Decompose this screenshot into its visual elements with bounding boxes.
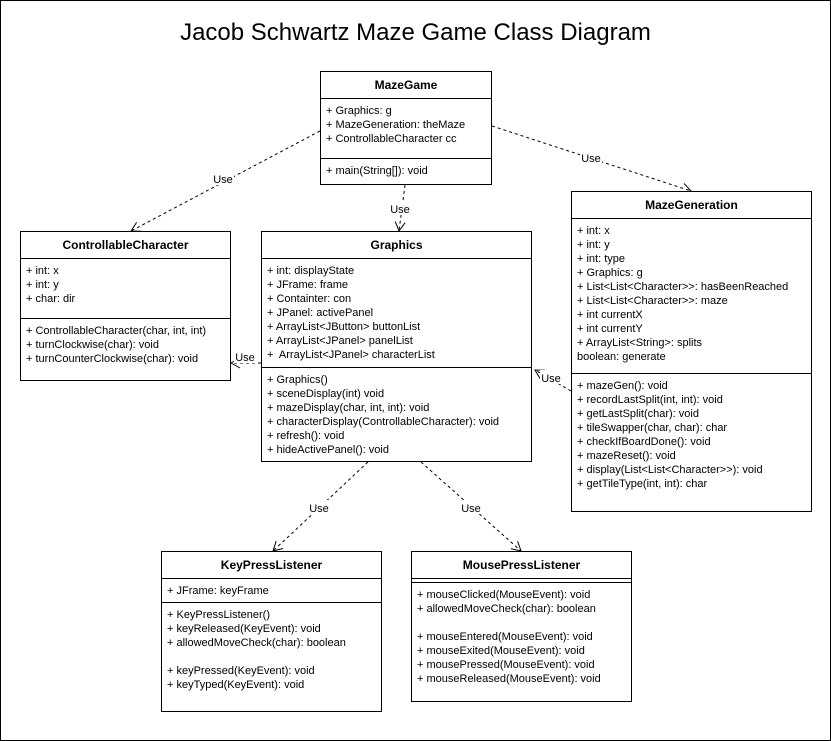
attribute: + char: dir	[26, 293, 76, 305]
class-name: ControllableCharacter	[21, 232, 230, 259]
method: + turnCounterClockwise(char): void	[26, 353, 199, 365]
method: + mouseEntered(MouseEvent): void	[417, 631, 593, 643]
attribute: + int: x	[577, 225, 610, 237]
method: + keyTyped(KeyEvent): void	[167, 679, 305, 691]
attribute: + int: x	[26, 265, 59, 277]
class-key-press-listener: KeyPressListener + JFrame: keyFrame + Ke…	[161, 551, 382, 712]
attribute: + ArrayList<JPanel> panelList	[267, 335, 413, 347]
edge-label-background	[389, 201, 411, 215]
attribute: + JFrame: frame	[267, 279, 348, 291]
attribute: + int: y	[577, 239, 610, 251]
method: + sceneDisplay(int) void	[267, 388, 385, 400]
edge-mazegame-to-graphics	[394, 184, 406, 233]
attribute: + JPanel: activePanel	[267, 307, 374, 319]
class-controllable-character: ControllableCharacter + int: x + int: y …	[20, 231, 231, 381]
attribute: + JFrame: keyFrame	[167, 585, 269, 597]
methods: + main(String[]): void	[321, 159, 491, 182]
diagram-title: Jacob Schwartz Maze Game Class Diagram	[180, 19, 651, 46]
edge-label: Use	[390, 204, 410, 216]
method: + mouseReleased(MouseEvent): void	[417, 673, 601, 685]
method: + ControllableCharacter(char, int, int)	[26, 325, 207, 337]
method: + getLastSplit(char): void	[577, 408, 699, 420]
method: + keyReleased(KeyEvent): void	[167, 623, 321, 635]
edge-label: Use	[235, 352, 255, 364]
method: + getTileType(int, int): char	[577, 478, 708, 490]
attribute: + ControllableCharacter cc	[326, 133, 457, 145]
attribute: + List<List<Character>>: hasBeenReached	[577, 281, 789, 293]
edge-label: Use	[541, 373, 561, 385]
attribute: + ArrayList<String>: splits	[577, 337, 703, 349]
methods: + KeyPressListener() + keyReleased(KeyEv…	[162, 603, 381, 696]
attribute: + int: y	[26, 279, 59, 291]
attribute: + Graphics: g	[326, 105, 392, 117]
methods: + ControllableCharacter(char, int, int) …	[21, 319, 230, 370]
empty-attributes	[412, 579, 631, 583]
class-name: MazeGame	[321, 72, 491, 99]
attributes: + int: displayState + JFrame: frame + Co…	[262, 259, 531, 368]
method: + tileSwapper(char, char): char	[577, 422, 728, 434]
methods: + mazeGen(): void + recordLastSplit(int,…	[572, 374, 811, 495]
edge-label-background	[308, 500, 330, 514]
class-name: Graphics	[262, 232, 531, 259]
method: + mazeGen(): void	[577, 380, 668, 392]
edge-label: Use	[581, 153, 601, 165]
method: + refresh(): void	[267, 430, 345, 442]
method: + hideActivePanel(): void	[267, 444, 389, 456]
class-maze-generation: MazeGeneration + int: x + int: y + int: …	[571, 191, 812, 512]
method: + mouseExited(MouseEvent): void	[417, 645, 585, 657]
attribute: + int: displayState	[267, 265, 355, 277]
edge-label-background	[460, 500, 482, 514]
attributes: + JFrame: keyFrame	[162, 579, 381, 603]
class-mouse-press-listener: MousePressListener + mouseClicked(MouseE…	[411, 551, 632, 702]
methods: + Graphics() + sceneDisplay(int) void + …	[262, 368, 531, 461]
attribute: + Containter: con	[267, 293, 352, 305]
attribute: + ArrayList<JButton> buttonList	[267, 321, 421, 333]
method: + characterDisplay(ControllableCharacter…	[267, 416, 500, 428]
edge-label: Use	[309, 503, 329, 515]
attribute: + MazeGeneration: theMaze	[326, 119, 466, 131]
method: + Graphics()	[267, 374, 328, 386]
edge-label: Use	[213, 174, 233, 186]
edge-label: Use	[461, 503, 481, 515]
method: + recordLastSplit(int, int): void	[577, 394, 723, 406]
class-mazegame: MazeGame + Graphics: g + MazeGeneration:…	[320, 71, 492, 185]
method: + KeyPressListener()	[167, 609, 271, 621]
method: + turnClockwise(char): void	[26, 339, 159, 351]
method: + mouseClicked(MouseEvent): void	[417, 589, 591, 601]
attributes: + Graphics: g + MazeGeneration: theMaze …	[321, 99, 491, 159]
edge-label-background	[540, 370, 562, 384]
edge-label-background	[234, 349, 256, 363]
class-name: MousePressListener	[412, 552, 631, 579]
attribute: + int currentX	[577, 309, 643, 321]
method: + display(List<List<Character>>): void	[577, 464, 763, 476]
method: + checkIfBoardDone(): void	[577, 436, 711, 448]
method: + mousePressed(MouseEvent): void	[417, 659, 595, 671]
class-name: MazeGeneration	[572, 192, 811, 219]
attributes: + int: x + int: y + char: dir	[21, 259, 230, 319]
edge-label-background	[580, 150, 602, 164]
method: + main(String[]): void	[326, 165, 428, 177]
method: + allowedMoveCheck(char): boolean	[167, 637, 346, 649]
class-name: KeyPressListener	[162, 552, 381, 579]
attribute: + int: type	[577, 253, 626, 265]
attribute: + Graphics: g	[577, 267, 643, 279]
attribute: + int currentY	[577, 323, 643, 335]
edge-label-background	[212, 171, 234, 185]
edge-graphics-to-keypress	[272, 461, 369, 552]
method: + keyPressed(KeyEvent): void	[167, 665, 315, 677]
attribute: + List<List<Character>>: maze	[577, 295, 728, 307]
class-graphics: Graphics + int: displayState + JFrame: f…	[261, 231, 532, 462]
method-spacer	[417, 616, 626, 630]
method: + mazeDisplay(char, int, int): void	[267, 402, 430, 414]
method-spacer	[167, 650, 376, 664]
method: + allowedMoveCheck(char): boolean	[417, 603, 596, 615]
attributes: + int: x + int: y + int: type + Graphics…	[572, 219, 811, 374]
methods: + mouseClicked(MouseEvent): void + allow…	[412, 583, 631, 690]
attribute: boolean: generate	[577, 351, 666, 363]
attribute: + ArrayList<JPanel> characterList	[267, 349, 435, 361]
method: + mazeReset(): void	[577, 450, 676, 462]
